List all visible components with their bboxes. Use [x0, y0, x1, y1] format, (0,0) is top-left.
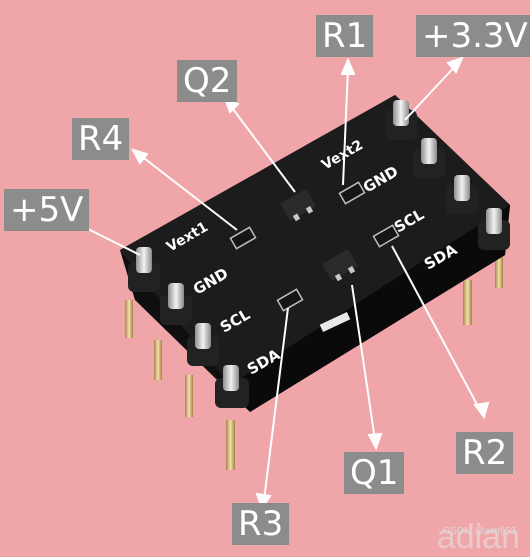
callout-r3: R3: [232, 503, 290, 545]
transistor-q2: [280, 189, 316, 222]
resistor-r3: [276, 288, 304, 312]
callout-plus-5v: +5V: [4, 189, 90, 231]
silk-marker-strip: [319, 312, 351, 332]
resistor-r2: [372, 224, 400, 248]
callout-arrows: [69, 56, 490, 511]
header-legs: [125, 250, 503, 470]
callout-r4: R4: [72, 118, 130, 160]
right-pin-row: [385, 100, 510, 250]
callout-q1: Q1: [344, 452, 405, 494]
transistor-q1: [322, 249, 358, 282]
callout-q2: Q2: [177, 60, 238, 102]
pcb-board: [120, 95, 510, 412]
watermark-text: CSDN @wmfj53: [443, 526, 516, 537]
callout-plus-3v3: +3.3V: [416, 15, 530, 57]
callout-r2: R2: [456, 432, 514, 474]
left-pin-row: [128, 247, 249, 408]
watermark-logo: adian: [436, 518, 520, 556]
resistor-r4: [229, 226, 257, 250]
components: [229, 181, 400, 332]
callout-r1: R1: [316, 15, 374, 57]
resistor-r1: [338, 181, 366, 205]
